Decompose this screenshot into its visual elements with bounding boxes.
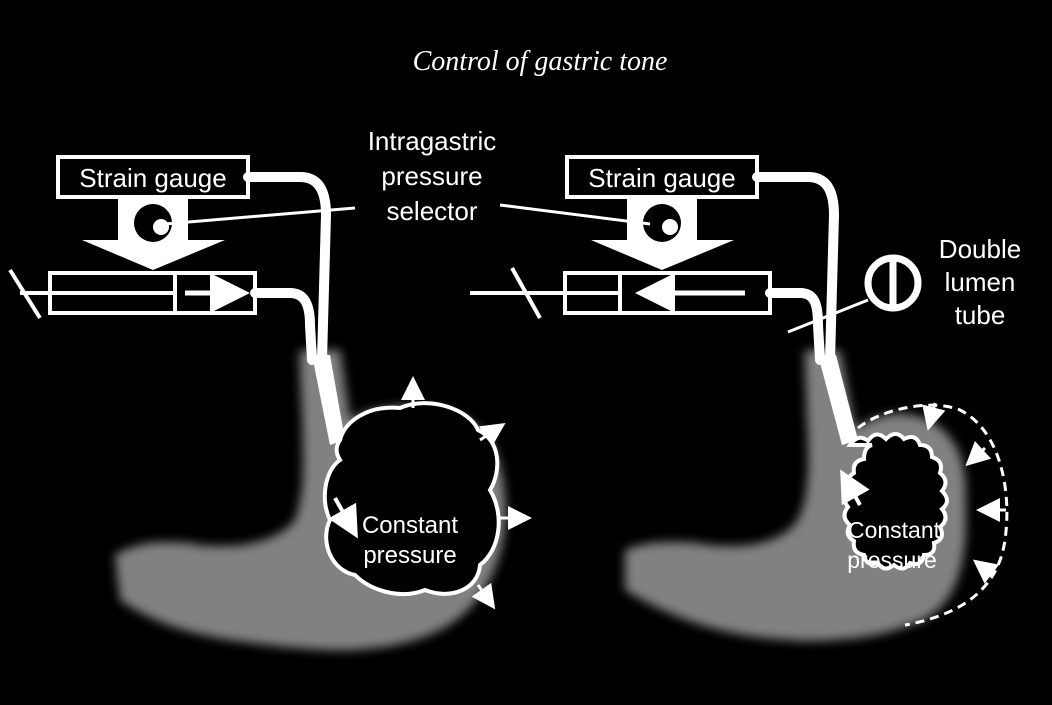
left-arrow-upright <box>478 423 506 447</box>
tube-label-1: Double <box>939 234 1021 264</box>
selector-label-2: pressure <box>381 161 482 191</box>
left-selector-pointer <box>164 206 356 226</box>
right-tube-syringe <box>765 288 825 365</box>
right-arrow-4 <box>972 559 1000 584</box>
left-panel: Strain gauge Constant pressure <box>8 155 532 650</box>
right-selector-pointer <box>499 203 651 226</box>
selector-label-1: Intragastric <box>368 126 497 156</box>
right-previous-balloon-outline <box>857 403 1009 627</box>
double-lumen-icon <box>864 254 922 312</box>
left-syringe <box>8 268 257 320</box>
left-arrow-downright <box>471 582 496 610</box>
left-balloon-label-2: pressure <box>363 542 456 569</box>
left-balloon <box>322 401 501 596</box>
right-strain-gauge-label: Strain gauge <box>588 163 735 193</box>
left-tube-syringe <box>250 288 317 365</box>
left-inner-arrow <box>328 497 358 539</box>
tube-label-3: tube <box>955 300 1006 330</box>
tube-label-2: lumen <box>945 267 1016 297</box>
right-balloon-label-1: Constant <box>848 517 941 543</box>
left-balloon-label-1: Constant <box>362 512 458 539</box>
right-balloon-label-2: pressure <box>847 547 936 573</box>
selector-label: Intragastric pressure selector <box>368 126 497 226</box>
left-strain-gauge-label: Strain gauge <box>79 163 226 193</box>
right-strain-gauge-box <box>565 155 759 199</box>
left-tube-gauge <box>243 172 332 365</box>
right-arrow-2 <box>965 441 992 467</box>
right-syringe <box>470 267 772 319</box>
right-tube-gauge <box>752 172 840 365</box>
left-strain-gauge-box <box>56 155 250 199</box>
right-panel: Strain gauge Double lumen tube <box>470 155 1021 641</box>
right-arrow-1 <box>922 402 946 431</box>
double-lumen-pointer <box>787 298 869 334</box>
selector-label-3: selector <box>386 196 477 226</box>
right-inner-arrow <box>840 469 870 506</box>
diagram-title: Control of gastric tone <box>413 46 668 77</box>
